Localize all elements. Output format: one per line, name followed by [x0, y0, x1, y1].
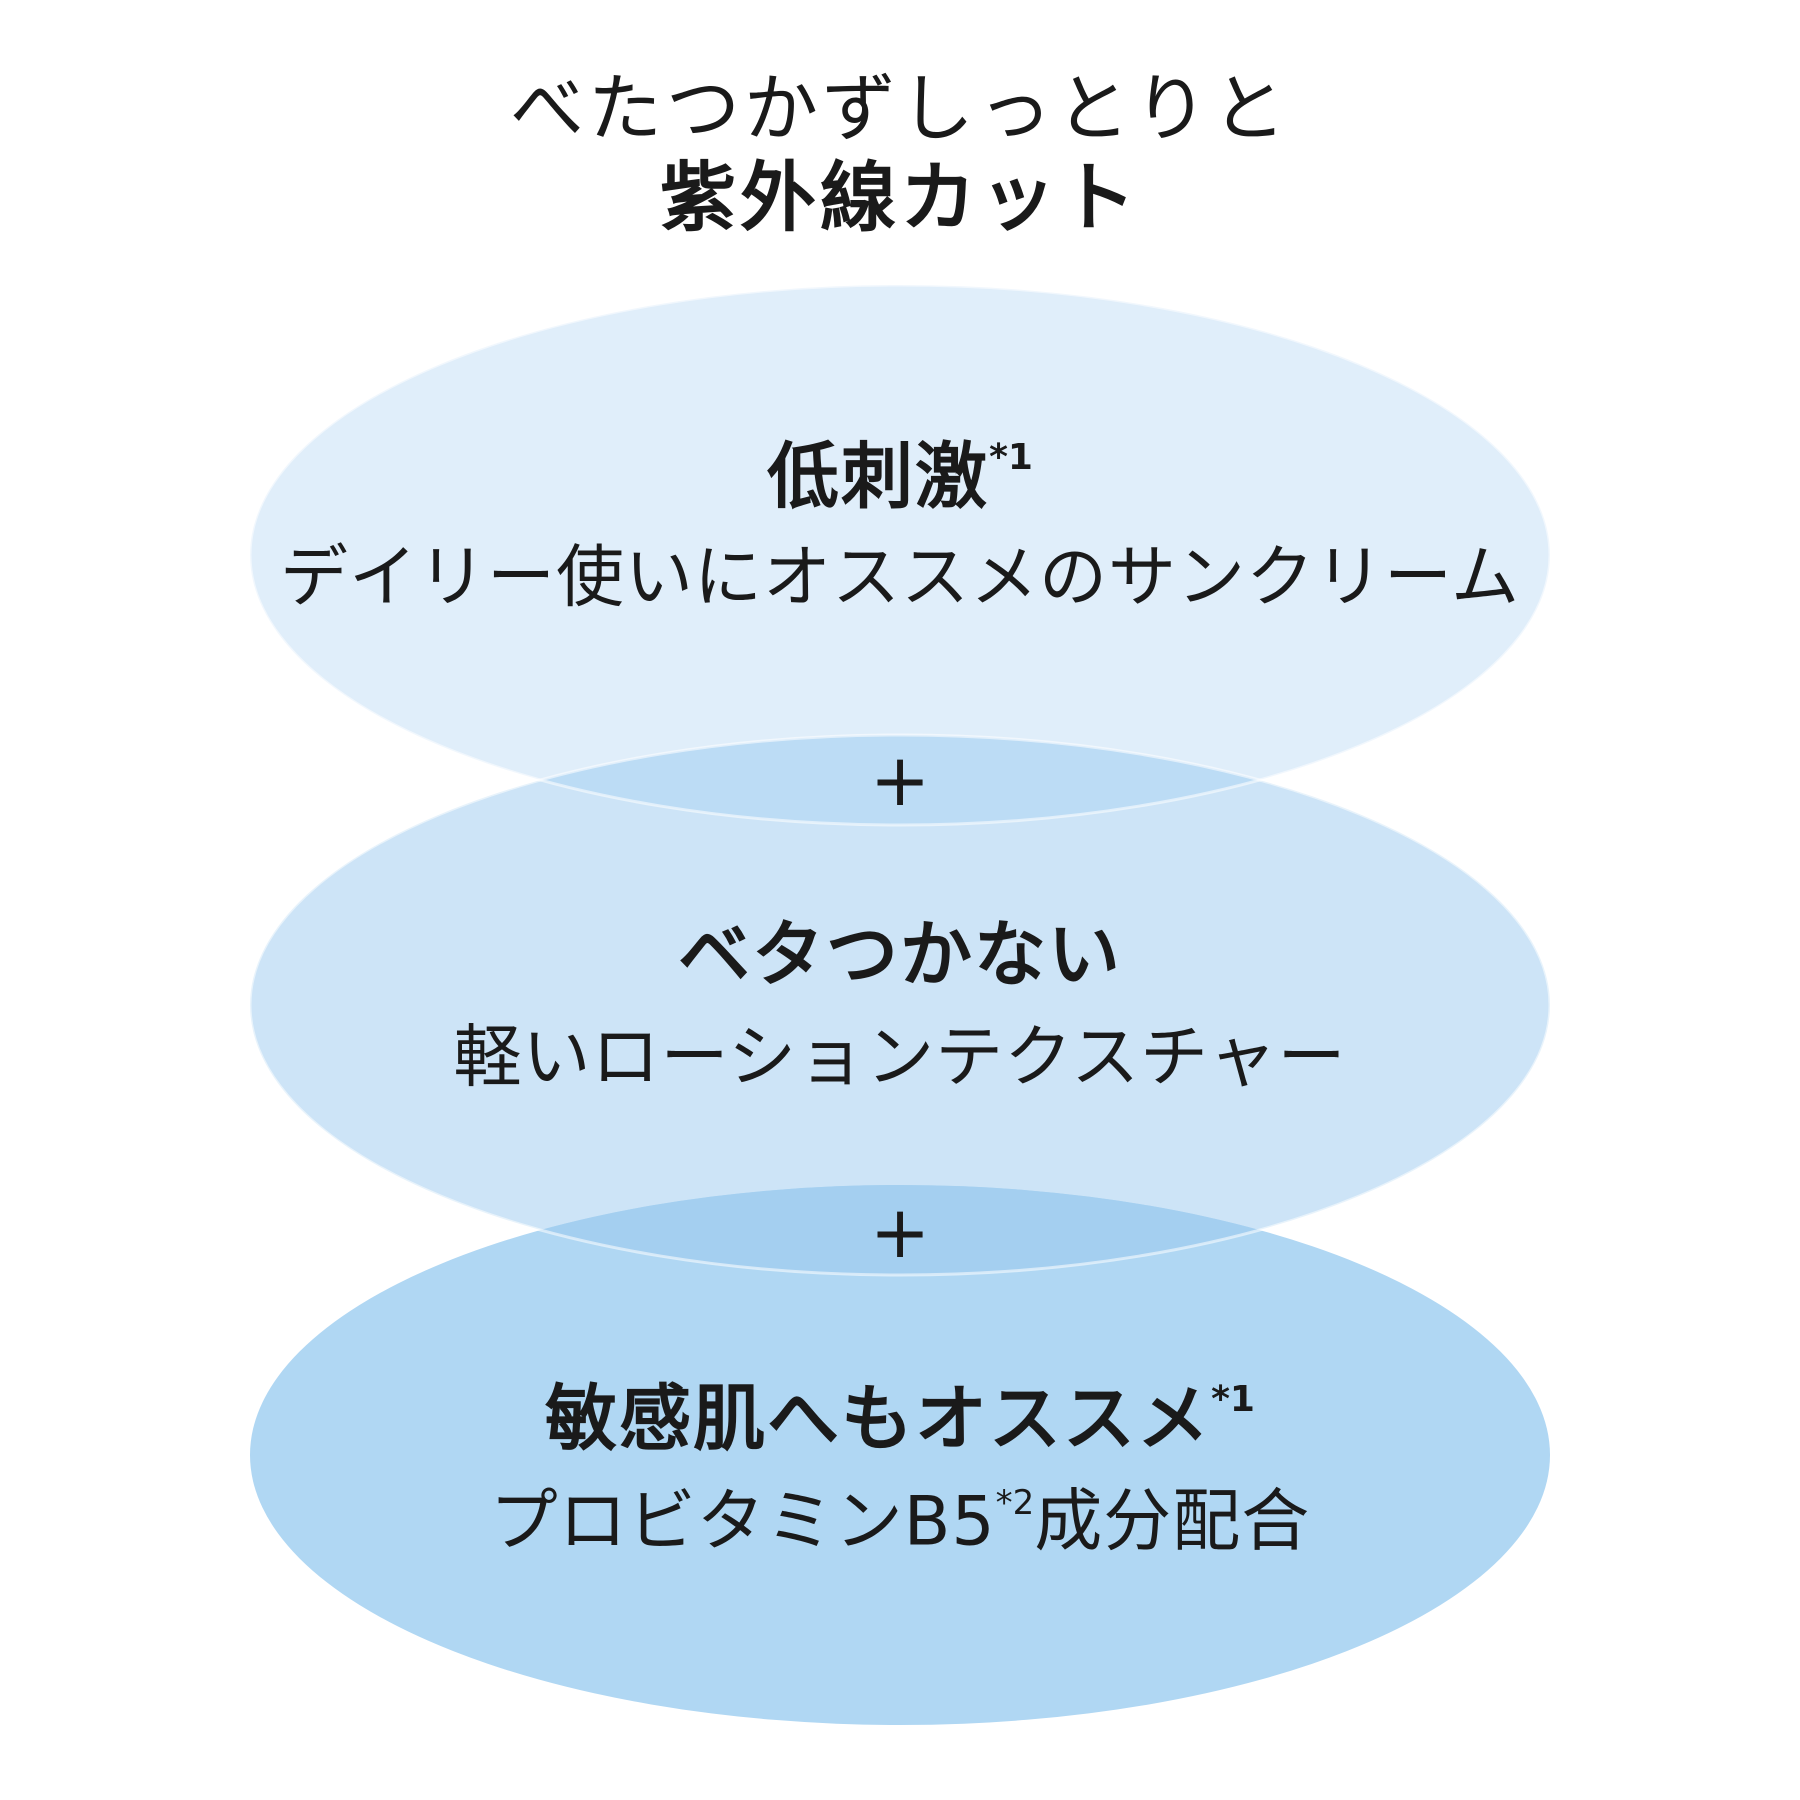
plus-connector-2: + — [869, 1190, 931, 1274]
feature-3-title-note: *1 — [1211, 1379, 1255, 1420]
ellipse-middle — [250, 735, 1550, 1275]
headline-line-1: べたつかずしっとりと — [510, 66, 1290, 152]
plus-connector-1: + — [869, 738, 931, 822]
feature-3-subtitle: プロビタミンB5*2成分配合 — [489, 1482, 1311, 1562]
feature-2-subtitle: 軽いローションテクスチャー — [453, 1018, 1347, 1098]
feature-1-title-note: *1 — [989, 437, 1033, 478]
feature-3-title: 敏感肌へもオススメ*1 — [545, 1376, 1255, 1461]
feature-1-subtitle: デイリー使いにオススメのサンクリーム — [280, 538, 1520, 618]
ellipse-bottom — [250, 1185, 1550, 1725]
feature-1-title: 低刺激*1 — [767, 434, 1033, 519]
feature-2-title: ベタつかない — [677, 912, 1122, 997]
ellipse-top-edge — [248, 283, 1552, 827]
ellipse-top — [250, 285, 1550, 825]
feature-3-subtitle-note: *2 — [995, 1483, 1035, 1523]
headline-line-2: 紫外線カット — [660, 153, 1140, 242]
ellipse-middle-edge — [248, 733, 1552, 1277]
